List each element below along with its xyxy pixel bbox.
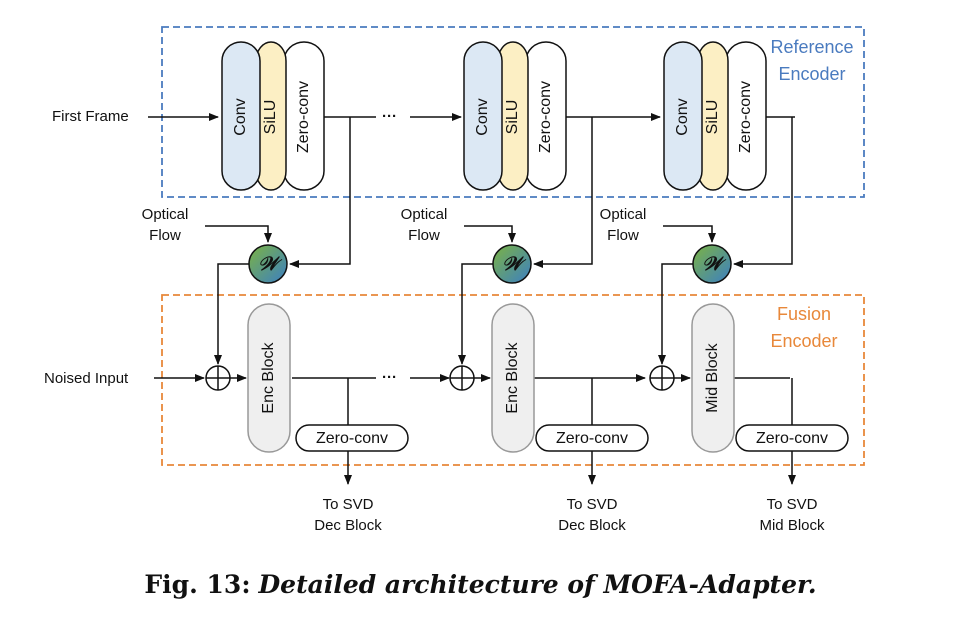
stage-2-ref-conv-block [463,41,503,191]
stage-2-fusion-block-label: Enc Block [504,341,521,413]
stage-3-fusion-block [691,303,735,453]
first-frame-label: First Frame [52,108,129,125]
stage-2-warp-symbol: 𝒲 [502,253,527,275]
stage-1-ref-label-3: Zero-conv [295,81,312,153]
reference-encoder-box [161,26,865,198]
stage-2-ref-label-1: Conv [474,98,491,135]
stage-2-ref-label-2: SiLU [504,100,521,135]
stage-2-warp-to-add-arrow [458,263,493,365]
caption-number: Fig. 13: [144,570,251,599]
stage-3-fusion-block-label: Mid Block [704,342,721,412]
stage-2-fusion-block [491,303,535,453]
stage-1-fusion-block-label: Enc Block [260,341,277,413]
stage-1-fusion-block [247,303,291,453]
stage-3-warp-symbol: 𝒲 [702,253,727,275]
stage-3-warp-to-add-arrow [658,263,693,365]
fusion-ellipsis: ··· [382,369,397,386]
stage-2-ref-branch-arrow [533,117,593,268]
stage-3-ref-label-2: SiLU [704,100,721,135]
stage-3-ref-branch-arrow [733,117,793,268]
stage-3-optical-flow-arrow [663,225,716,243]
stage-1-zero-conv-block [295,424,409,452]
stage-1-ref-label-2: SiLU [262,100,279,135]
stage-2-ref-label-3: Zero-conv [537,81,554,153]
stage-2-optical-flow-arrow [464,225,516,243]
stage-1-warp-to-add-arrow [214,263,249,365]
stage-3-ref-conv-block [663,41,703,191]
stage-3-ref-label-3: Zero-conv [737,81,754,153]
stage-3-ref-label-1: Conv [674,98,691,135]
ref-ellipsis: ··· [382,108,397,125]
noised-input-label: Noised Input [44,370,129,387]
figure-caption: Fig. 13: Detailed architecture of MOFA-A… [0,570,961,599]
stage-1-zero-conv-label: Zero-conv [316,430,388,447]
fusion-encoder-box [161,294,865,466]
stage-1-warp-symbol: 𝒲 [258,253,283,275]
stage-1-ref-conv-block [221,41,261,191]
stage-1-optical-flow-arrow [205,225,272,243]
stage-3-zero-conv-label: Zero-conv [756,430,828,447]
stage-1-ref-label-1: Conv [232,98,249,135]
stage-2-zero-conv-label: Zero-conv [556,430,628,447]
stage-1-ref-branch-arrow [289,117,351,268]
caption-text: Detailed architecture of MOFA-Adapter. [258,570,817,599]
